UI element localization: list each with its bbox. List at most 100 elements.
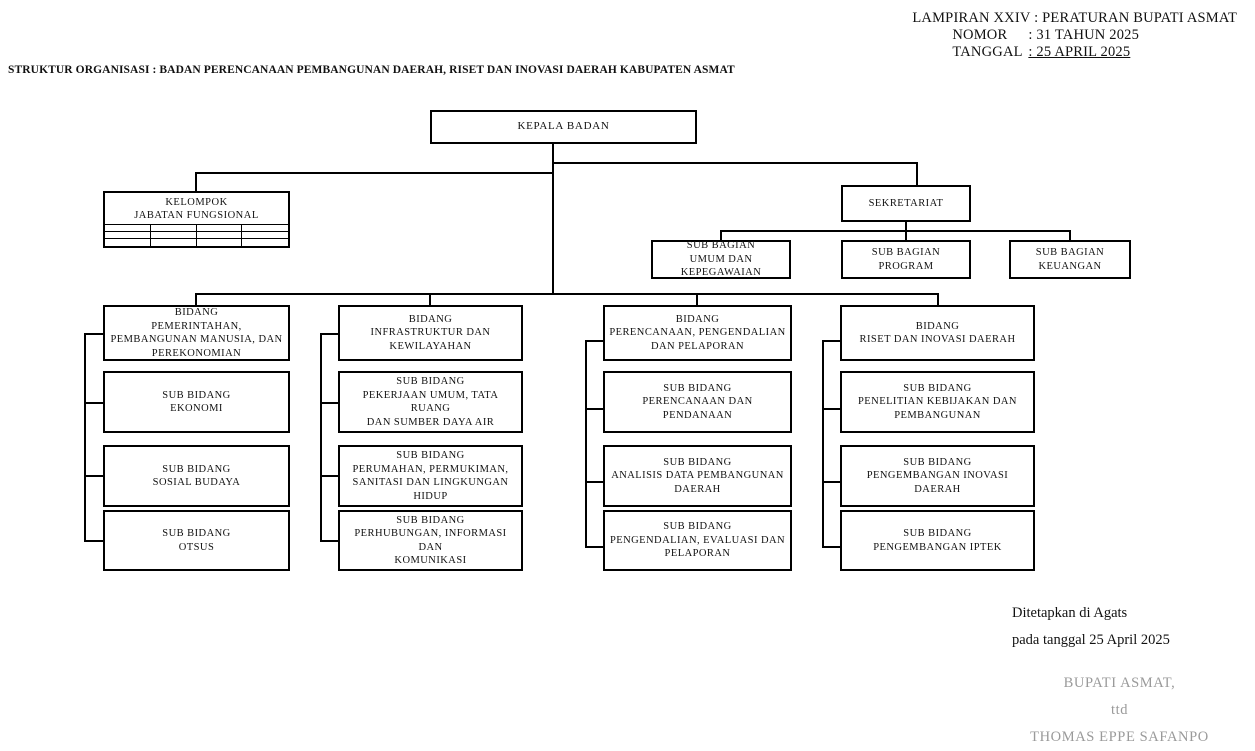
node-sub-bidang-analisis-data: SUB BIDANG ANALISIS DATA PEMBANGUNAN DAE… bbox=[603, 445, 792, 507]
node-sub-bidang-perencanaan-pendanaan: SUB BIDANG PERENCANAAN DAN PENDANAAN bbox=[603, 371, 792, 433]
connector-bidang-bus bbox=[195, 293, 939, 295]
node-sekretariat-label: SEKRETARIAT bbox=[868, 197, 944, 209]
grid-cell bbox=[242, 225, 288, 232]
connector-column-2-stub-1 bbox=[320, 333, 340, 335]
connector-bidang-drop-4 bbox=[937, 293, 939, 305]
legal-line-nomor: NOMOR : 31 TAHUN 2025 bbox=[912, 27, 1237, 44]
node-sub-bidang-perencanaan-pendanaan-label: SUB BIDANG PERENCANAAN DAN PENDANAAN bbox=[642, 382, 753, 421]
connector-bidang-drop-2 bbox=[429, 293, 431, 305]
node-bidang-riset-inovasi-label: BIDANG RISET DAN INOVASI DAERAH bbox=[859, 320, 1016, 346]
connector-column-1-stub-3 bbox=[84, 475, 105, 477]
node-bidang-pemerintahan-label: BIDANG PEMERINTAHAN, PEMBANGUNAN MANUSIA… bbox=[110, 307, 283, 359]
signature-authority-block: BUPATI ASMAT, ttd THOMAS EPPE SAFANPO bbox=[1012, 670, 1227, 751]
node-sub-bidang-sosial-budaya: SUB BIDANG SOSIAL BUDAYA bbox=[103, 445, 290, 507]
connector-head-to-secretariat bbox=[552, 162, 918, 164]
node-bidang-pemerintahan: BIDANG PEMERINTAHAN, PEMBANGUNAN MANUSIA… bbox=[103, 305, 290, 361]
node-sub-bidang-ekonomi-label: SUB BIDANG EKONOMI bbox=[162, 389, 231, 415]
legal-tanggal-value: : 25 APRIL 2025 bbox=[1028, 44, 1131, 60]
node-sub-bagian-program-label: SUB BAGIAN PROGRAM bbox=[871, 247, 941, 272]
connector-column-1-rail bbox=[84, 333, 86, 541]
node-sub-bagian-keuangan: SUB BAGIAN KEUANGAN bbox=[1009, 240, 1131, 279]
node-sub-bidang-penelitian-kebijakan-label: SUB BIDANG PENELITIAN KEBIJAKAN DAN PEMB… bbox=[858, 382, 1017, 421]
node-bidang-perencanaan-label: BIDANG PERENCANAAN, PENGENDALIAN DAN PEL… bbox=[609, 313, 786, 352]
legal-header: LAMPIRAN XXIV : PERATURAN BUPATI ASMAT N… bbox=[912, 10, 1237, 61]
node-sub-bidang-pengembangan-iptek-label: SUB BIDANG PENGEMBANGAN IPTEK bbox=[873, 528, 1002, 553]
node-sub-bidang-otsus-label: SUB BIDANG OTSUS bbox=[162, 528, 231, 553]
node-sub-bagian-program: SUB BAGIAN PROGRAM bbox=[841, 240, 971, 279]
connector-subbagian-bus bbox=[720, 230, 1071, 232]
node-sekretariat: SEKRETARIAT bbox=[841, 185, 971, 222]
node-sub-bidang-otsus: SUB BIDANG OTSUS bbox=[103, 510, 290, 571]
node-sub-bidang-pekerjaan-umum-label: SUB BIDANG PEKERJAAN UMUM, TATA RUANG DA… bbox=[362, 376, 499, 428]
signature-name: THOMAS EPPE SAFANPO bbox=[1030, 729, 1209, 745]
node-kepala-badan-label: KEPALA BADAN bbox=[517, 120, 610, 133]
legal-nomor-key: NOMOR bbox=[952, 27, 1008, 43]
grid-cell bbox=[242, 232, 288, 239]
connector-column-4-stub-3 bbox=[822, 481, 842, 483]
node-sub-bidang-pengendalian-evaluasi-label: SUB BIDANG PENGENDALIAN, EVALUASI DAN PE… bbox=[609, 521, 786, 560]
connector-column-3-stub-4 bbox=[585, 546, 605, 548]
node-bidang-infrastruktur-label: BIDANG INFRASTRUKTUR DAN KEWILAYAHAN bbox=[370, 313, 491, 352]
node-bidang-perencanaan: BIDANG PERENCANAAN, PENGENDALIAN DAN PEL… bbox=[603, 305, 792, 361]
connector-column-2-stub-3 bbox=[320, 475, 340, 477]
connector-column-4-stub-4 bbox=[822, 546, 842, 548]
signature-place: Ditetapkan di Agats bbox=[1012, 605, 1128, 621]
signature-ttd: ttd bbox=[1110, 702, 1129, 718]
connector-column-1-stub-4 bbox=[84, 540, 105, 542]
grid-cell bbox=[196, 232, 243, 239]
legal-nomor-value: : 31 TAHUN 2025 bbox=[1028, 27, 1140, 43]
connector-secretariat-stem bbox=[905, 222, 907, 231]
node-sub-bidang-pengembangan-inovasi-label: SUB BIDANG PENGEMBANGAN INOVASI DAERAH bbox=[866, 456, 1009, 495]
node-sub-bidang-analisis-data-label: SUB BIDANG ANALISIS DATA PEMBANGUNAN DAE… bbox=[611, 456, 784, 495]
node-sub-bidang-pengembangan-inovasi: SUB BIDANG PENGEMBANGAN INOVASI DAERAH bbox=[840, 445, 1035, 507]
signature-office: BUPATI ASMAT, bbox=[1063, 675, 1176, 691]
connector-secretariat-drop bbox=[916, 162, 918, 185]
node-sub-bidang-pengendalian-evaluasi: SUB BIDANG PENGENDALIAN, EVALUASI DAN PE… bbox=[603, 510, 792, 571]
node-bidang-riset-inovasi: BIDANG RISET DAN INOVASI DAERAH bbox=[840, 305, 1035, 361]
grid-cell bbox=[150, 232, 197, 239]
node-sub-bidang-sosial-budaya-label: SUB BIDANG SOSIAL BUDAYA bbox=[152, 463, 241, 489]
connector-column-4-stub-2 bbox=[822, 408, 842, 410]
node-sub-bidang-penelitian-kebijakan: SUB BIDANG PENELITIAN KEBIJAKAN DAN PEMB… bbox=[840, 371, 1035, 433]
connector-functional-group-drop bbox=[195, 172, 197, 192]
node-sub-bagian-keuangan-label: SUB BAGIAN KEUANGAN bbox=[1035, 247, 1105, 272]
grid-cell bbox=[197, 239, 243, 246]
grid-cell bbox=[151, 239, 197, 246]
grid-cell bbox=[242, 239, 288, 246]
node-sub-bagian-umum-dan-kepegawaian: SUB BAGIAN UMUM DAN KEPEGAWAIAN bbox=[651, 240, 791, 279]
connector-column-2-stub-2 bbox=[320, 402, 340, 404]
grid-cell bbox=[150, 225, 197, 232]
node-kelompok-jabatan-fungsional: KELOMPOK JABATAN FUNGSIONAL bbox=[103, 191, 290, 248]
connector-column-3-stub-1 bbox=[585, 340, 605, 342]
node-kelompok-jabatan-fungsional-label: KELOMPOK JABATAN FUNGSIONAL bbox=[134, 197, 259, 221]
node-sub-bagian-umum-dan-kepegawaian-label: SUB BAGIAN UMUM DAN KEPEGAWAIAN bbox=[680, 240, 762, 279]
node-sub-bidang-pekerjaan-umum: SUB BIDANG PEKERJAAN UMUM, TATA RUANG DA… bbox=[338, 371, 523, 433]
connector-column-1-stub-1 bbox=[84, 333, 105, 335]
connector-subbagian-drop-3 bbox=[1069, 230, 1071, 241]
legal-tanggal-key: TANGGAL bbox=[952, 44, 1023, 60]
node-sub-bidang-perhubungan-label: SUB BIDANG PERHUBUNGAN, INFORMASI DAN KO… bbox=[354, 514, 507, 567]
connector-subbagian-drop-1 bbox=[720, 230, 722, 241]
signature-place-block: Ditetapkan di Agats pada tanggal 25 Apri… bbox=[1012, 600, 1170, 654]
connector-head-to-functional-group bbox=[195, 172, 554, 174]
node-sub-bidang-ekonomi: SUB BIDANG EKONOMI bbox=[103, 371, 290, 433]
node-kepala-badan: KEPALA BADAN bbox=[430, 110, 697, 144]
connector-column-2-stub-4 bbox=[320, 540, 340, 542]
node-sub-bidang-perumahan-label: SUB BIDANG PERUMAHAN, PERMUKIMAN, SANITA… bbox=[352, 450, 509, 502]
connector-subbagian-drop-2 bbox=[905, 230, 907, 241]
connector-column-4-rail bbox=[822, 340, 824, 548]
node-sub-bidang-perumahan: SUB BIDANG PERUMAHAN, PERMUKIMAN, SANITA… bbox=[338, 445, 523, 507]
connector-bidang-drop-3 bbox=[696, 293, 698, 305]
signature-date: pada tanggal 25 April 2025 bbox=[1012, 632, 1170, 648]
connector-column-1-stub-2 bbox=[84, 402, 105, 404]
connector-bidang-drop-1 bbox=[195, 293, 197, 305]
grid-cell bbox=[105, 239, 151, 246]
grid-cell bbox=[196, 225, 243, 232]
grid-cell bbox=[105, 232, 151, 239]
connector-trunk-main bbox=[552, 144, 554, 295]
grid-cell bbox=[105, 225, 151, 232]
page-title: STRUKTUR ORGANISASI : BADAN PERENCANAAN … bbox=[8, 64, 735, 76]
node-bidang-infrastruktur: BIDANG INFRASTRUKTUR DAN KEWILAYAHAN bbox=[338, 305, 523, 361]
node-sub-bidang-perhubungan: SUB BIDANG PERHUBUNGAN, INFORMASI DAN KO… bbox=[338, 510, 523, 571]
